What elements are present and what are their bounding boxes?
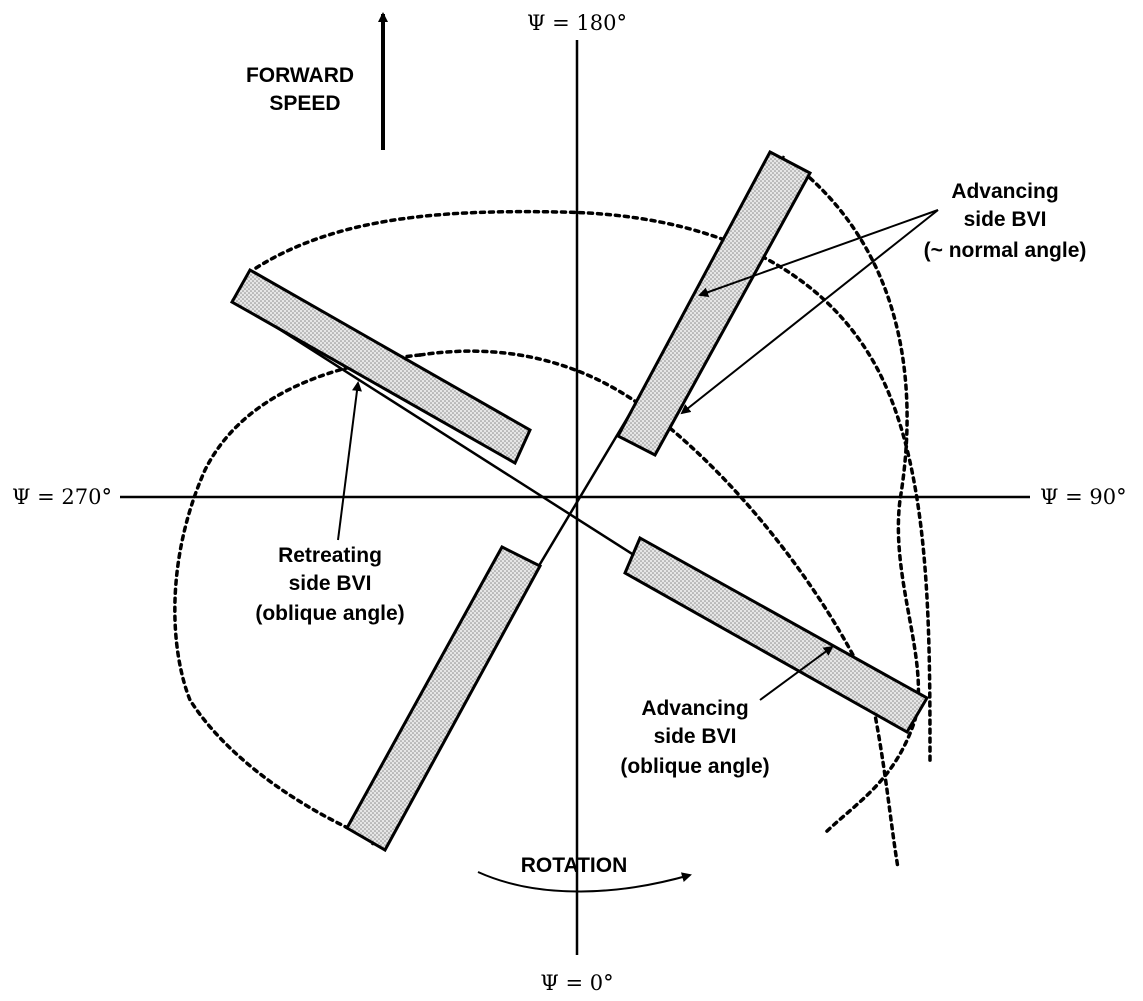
label-adv-normal-2: side BVI bbox=[964, 208, 1047, 231]
outer-vortex-curve bbox=[254, 209, 932, 767]
label-retreat-1: Retreating bbox=[278, 544, 382, 567]
label-adv-oblique-3: (oblique angle) bbox=[620, 755, 769, 778]
label-adv-oblique-1: Advancing bbox=[641, 697, 748, 720]
label-adv-normal-1: Advancing bbox=[951, 180, 1058, 203]
label-psi-270: Ψ = 270° bbox=[12, 485, 112, 509]
pointer-adv-normal-2 bbox=[680, 209, 939, 415]
label-rotation: ROTATION bbox=[521, 854, 628, 877]
label-adv-normal-3: (~ normal angle) bbox=[924, 239, 1087, 262]
pointer-retreating bbox=[337, 381, 362, 541]
label-psi-0: Ψ = 0° bbox=[540, 971, 613, 995]
label-speed: SPEED bbox=[269, 92, 340, 115]
blade-upper-left bbox=[229, 267, 532, 466]
label-retreat-3: (oblique angle) bbox=[255, 602, 404, 625]
blade-upper-right bbox=[615, 149, 813, 458]
left-vortex-curve bbox=[173, 353, 422, 830]
label-retreat-2: side BVI bbox=[289, 572, 372, 595]
label-psi-90: Ψ = 90° bbox=[1040, 485, 1127, 509]
blade-lower-right bbox=[623, 535, 930, 735]
rotation-arrow bbox=[477, 871, 692, 893]
pointer-adv-normal-1 bbox=[698, 209, 939, 298]
label-psi-180: Ψ = 180° bbox=[527, 11, 627, 35]
inner-vortex-curve bbox=[418, 349, 900, 870]
label-forward: FORWARD bbox=[246, 64, 354, 87]
label-adv-oblique-2: side BVI bbox=[654, 725, 737, 748]
blade-lower-left bbox=[344, 545, 543, 853]
right-vortex-curve bbox=[808, 176, 921, 834]
pointer-adv-oblique bbox=[759, 645, 834, 701]
